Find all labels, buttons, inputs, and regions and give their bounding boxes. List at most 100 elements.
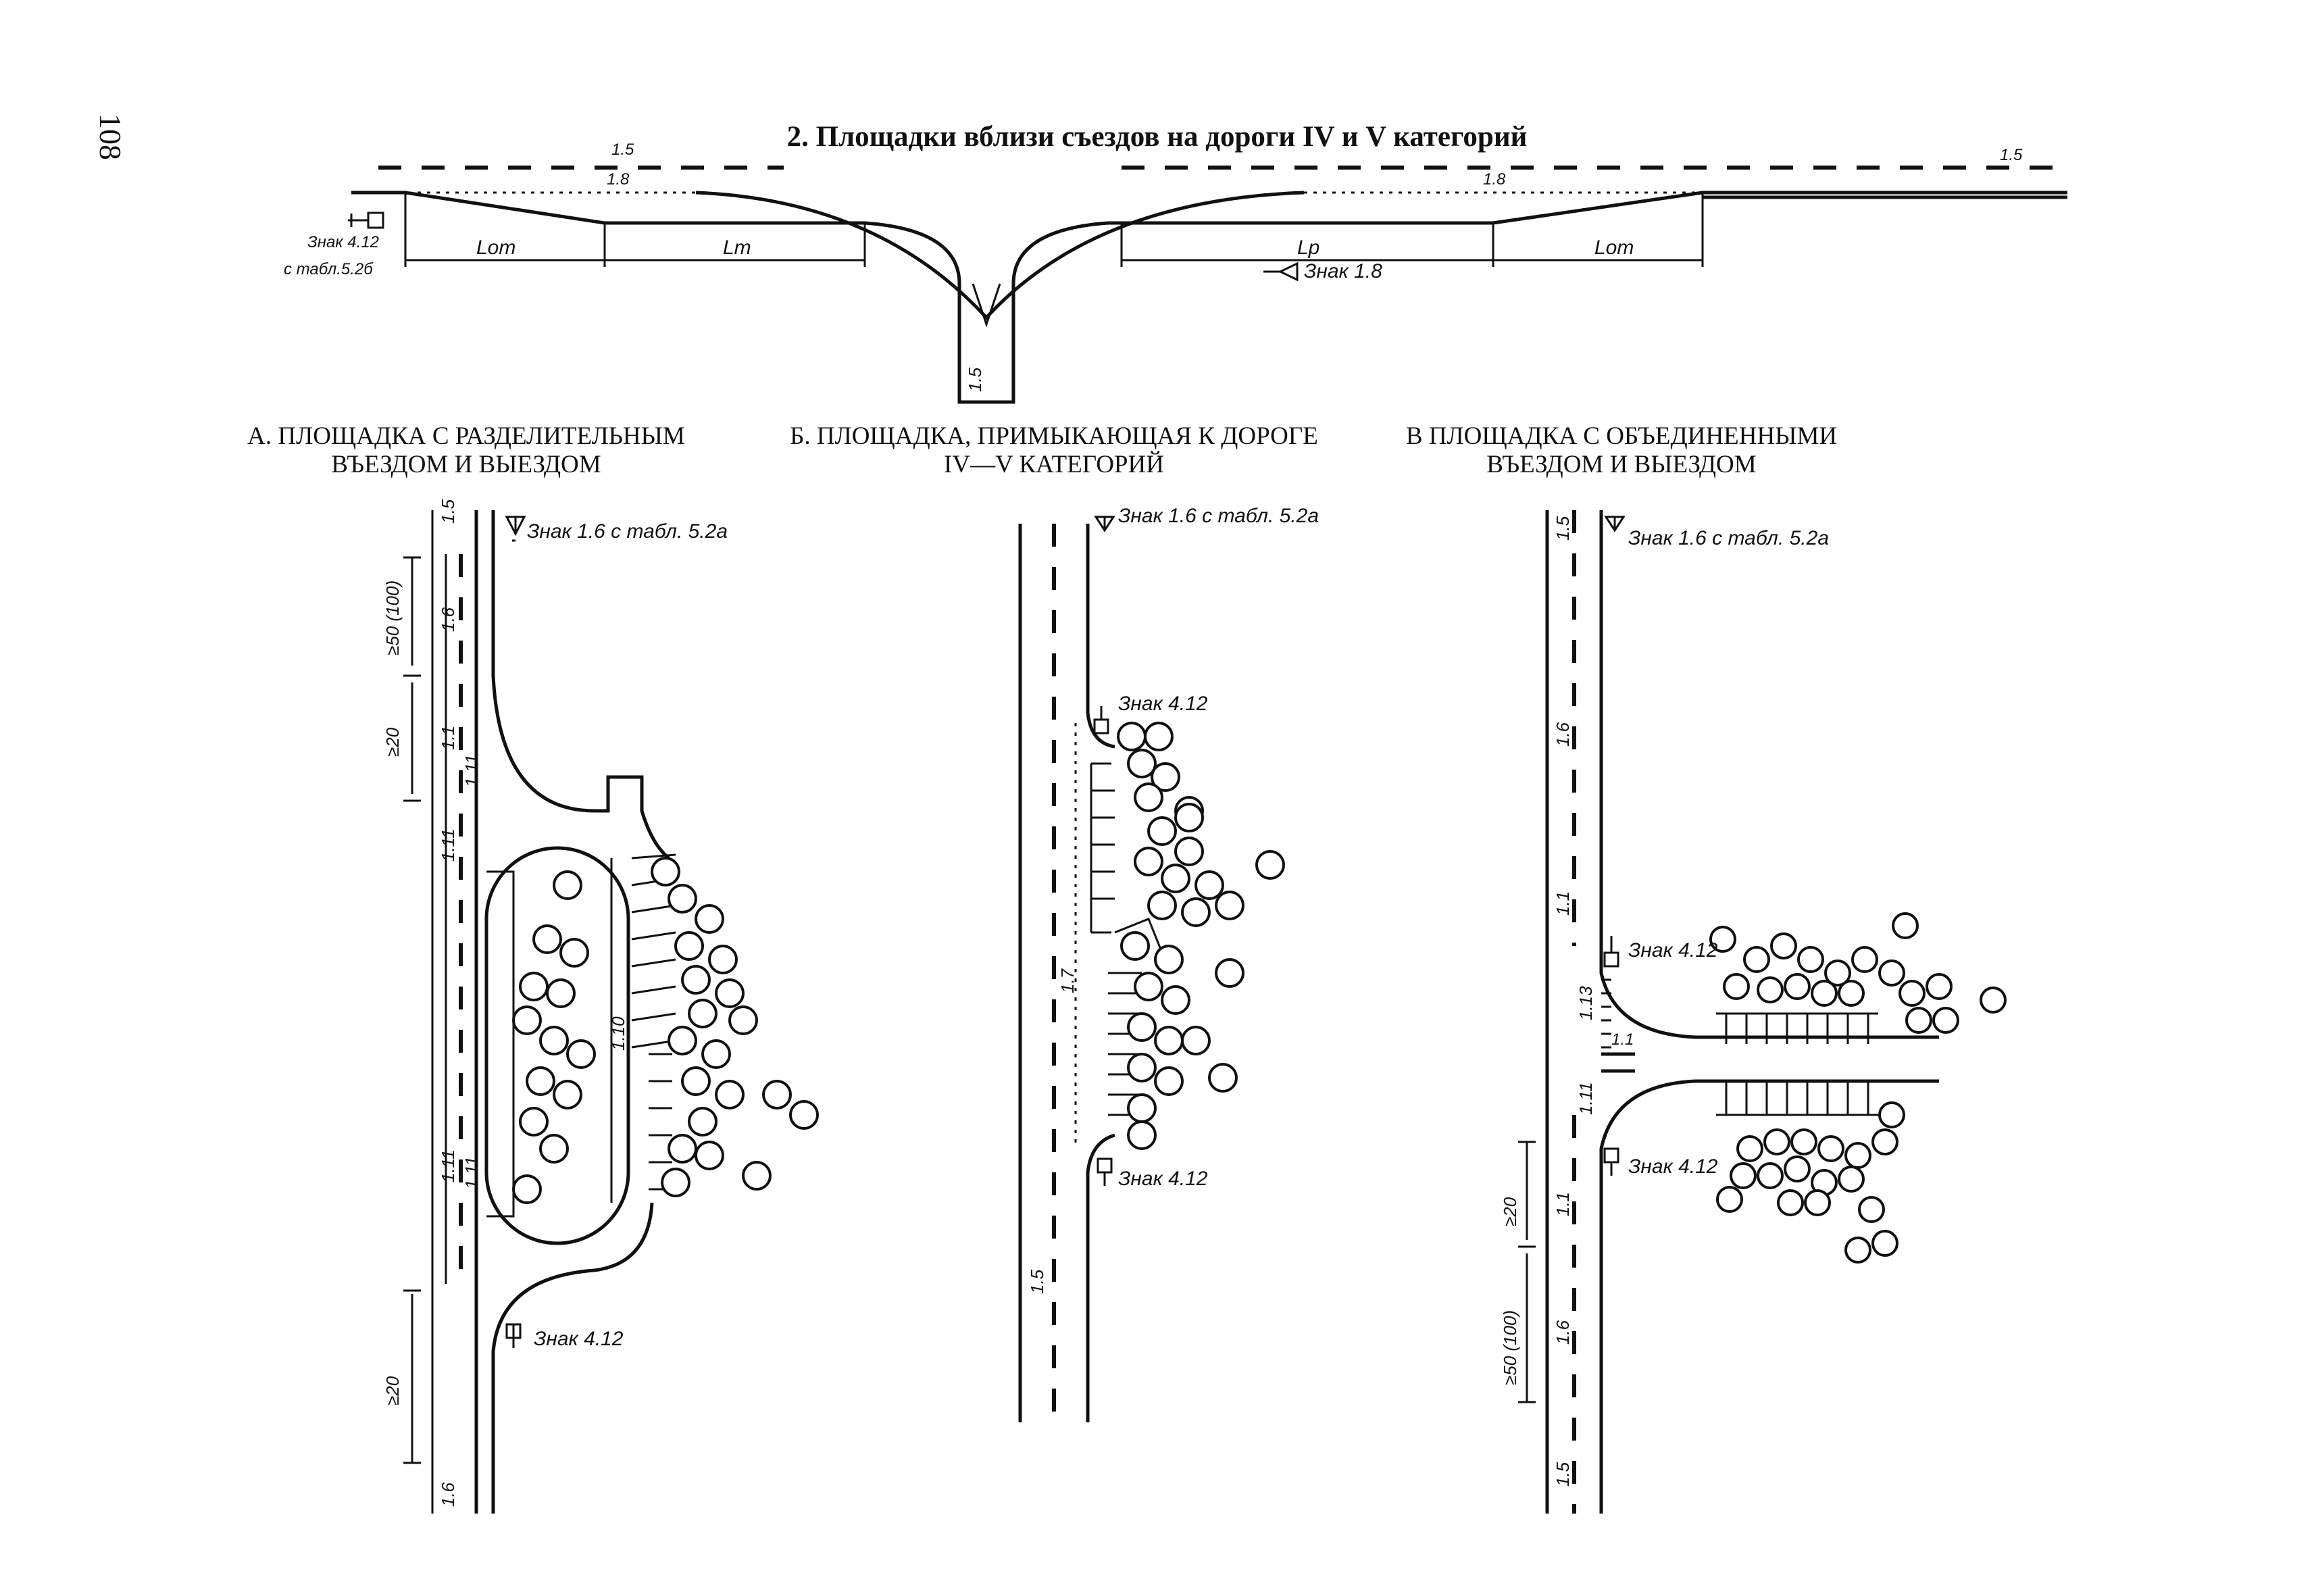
sign-plate-label: с табл.5.2б [284, 260, 373, 278]
tree-symbol [728, 1005, 758, 1035]
tree-symbol [1871, 1230, 1898, 1257]
tree-symbol [1161, 864, 1190, 893]
mark-label: 1.5 [1553, 516, 1573, 541]
panel-c-caption: В ПЛОЩАДКА С ОБЪЕДИНЕННЫМИ ВЪЕЗДОМ И ВЫЕ… [1358, 422, 1885, 479]
tree-symbol [1154, 1066, 1184, 1096]
tree-symbol [695, 1141, 724, 1170]
tree-symbol [1730, 1162, 1757, 1189]
mark-label: 1.11 [461, 1156, 482, 1189]
sign-label: Знак 4.12 [1628, 1155, 1718, 1178]
page-title: 2. Площадки вблизи съездов на дороги IV … [786, 121, 1528, 153]
mark-label: 1.8 [1483, 170, 1506, 189]
tree-symbol [1181, 897, 1211, 927]
sign-label: Знак 1.8 [1304, 260, 1382, 282]
mark-label: 1.13 [1576, 986, 1596, 1020]
tree-symbol [553, 870, 582, 900]
caption-line: Б. ПЛОЩАДКА, ПРИМЫКАЮЩАЯ К ДОРОГЕ [790, 422, 1318, 450]
sign-label: Знак 4.12 [534, 1328, 624, 1350]
tree-symbol [1784, 973, 1811, 1000]
dimension-label: Lр [1297, 236, 1320, 259]
mark-label: 1.10 [608, 1016, 628, 1051]
tree-symbol [546, 978, 576, 1008]
tree-symbol [651, 857, 680, 887]
dimension-label: Lт [723, 236, 751, 259]
panel-a-caption: А. ПЛОЩАДКА С РАЗДЕЛИТЕЛЬНЫМ ВЪЕЗДОМ И В… [203, 422, 730, 479]
tree-symbol [1120, 931, 1150, 961]
tree-symbol [532, 924, 562, 954]
tree-symbol [1723, 973, 1750, 1000]
panel-c-drawing [1518, 510, 2007, 1514]
tree-symbol [715, 978, 745, 1008]
mark-label: 1.1 [438, 725, 458, 750]
tree-symbol [1905, 1007, 1932, 1034]
mark-label: 1.5 [1027, 1269, 1047, 1294]
mark-label: 1.1 [1611, 1030, 1634, 1049]
tree-symbol [762, 1080, 792, 1109]
dimension-label: ≥20 [382, 727, 403, 757]
tree-symbol [681, 965, 711, 995]
mark-label: 1.11 [438, 1149, 458, 1182]
tree-symbol [688, 999, 718, 1028]
tree-symbol [1851, 946, 1878, 973]
tree-symbol [1174, 837, 1204, 866]
dimension-label: ≥20 [1500, 1197, 1520, 1226]
mark-label: 1.11 [438, 828, 458, 862]
caption-line: В ПЛОЩАДКА С ОБЪЕДИНЕННЫМИ [1405, 422, 1838, 450]
tree-symbol [1147, 891, 1177, 920]
mark-label: 1.6 [1553, 722, 1573, 747]
tree-symbol [1134, 972, 1163, 1001]
tree-symbol [512, 1005, 542, 1035]
tree-symbol [519, 972, 549, 1001]
dimension-label: ≥50 (100) [382, 580, 403, 655]
mark-label: 1.6 [1553, 1320, 1573, 1345]
mark-label: 1.11 [461, 754, 482, 787]
mark-label: 1.1 [1553, 1191, 1573, 1216]
sign-label: Знак 4.12 [1118, 1168, 1208, 1190]
tree-symbol [1194, 870, 1224, 900]
tree-symbol [539, 1026, 569, 1055]
tree-symbol [708, 945, 738, 974]
tree-symbol [1932, 1007, 1959, 1034]
mark-label: 1.5 [2000, 146, 2023, 164]
tree-symbol [1709, 926, 1736, 953]
tree-symbol [566, 1039, 596, 1069]
tree-symbol [539, 1134, 569, 1164]
tree-symbol [1804, 1189, 1831, 1216]
tree-symbol [1797, 946, 1824, 973]
mark-label: 1.1 [1553, 891, 1573, 916]
tree-symbol [1980, 987, 2007, 1014]
dimension-label: ≥50 (100) [1500, 1310, 1520, 1385]
caption-line: ВЪЕЗДОМ И ВЫЕЗДОМ [331, 451, 601, 478]
tree-symbol [1757, 976, 1784, 1003]
tree-symbol [688, 1107, 718, 1137]
mark-label: 1.7 [1057, 968, 1078, 993]
tree-symbol [661, 1168, 690, 1197]
mark-label: 1.5 [1553, 1462, 1573, 1487]
panel-b-caption: Б. ПЛОЩАДКА, ПРИМЫКАЮЩАЯ К ДОРОГЕ IV—V К… [757, 422, 1351, 479]
tree-symbol [1743, 946, 1770, 973]
mark-label: 1.6 [438, 607, 458, 632]
mark-label: 1.6 [438, 1482, 458, 1507]
mark-label: 1.11 [1576, 1082, 1596, 1115]
tree-symbol [1838, 1166, 1865, 1193]
tree-symbol [1127, 1012, 1157, 1042]
sign-label: Знак 4.12 [1118, 693, 1208, 715]
tree-symbol [1154, 1026, 1184, 1055]
tree-symbol [1255, 850, 1285, 880]
tree-symbol [1736, 1135, 1763, 1162]
tree-symbol [1763, 1128, 1790, 1155]
tree-symbol [1151, 762, 1180, 792]
tree-symbol [742, 1161, 772, 1191]
tree-symbol [1147, 816, 1177, 846]
tree-symbol [1871, 1128, 1898, 1155]
tree-symbol [1716, 1186, 1743, 1213]
top-scheme [348, 166, 2067, 404]
sign-label: Знак 1.6 с табл. 5.2а [1118, 505, 1319, 527]
dimension-label: ≥20 [382, 1376, 403, 1405]
tree-symbol [668, 1026, 697, 1055]
tree-symbol [789, 1100, 819, 1130]
tree-symbol [1926, 973, 1953, 1000]
tree-symbol [1784, 1155, 1811, 1182]
